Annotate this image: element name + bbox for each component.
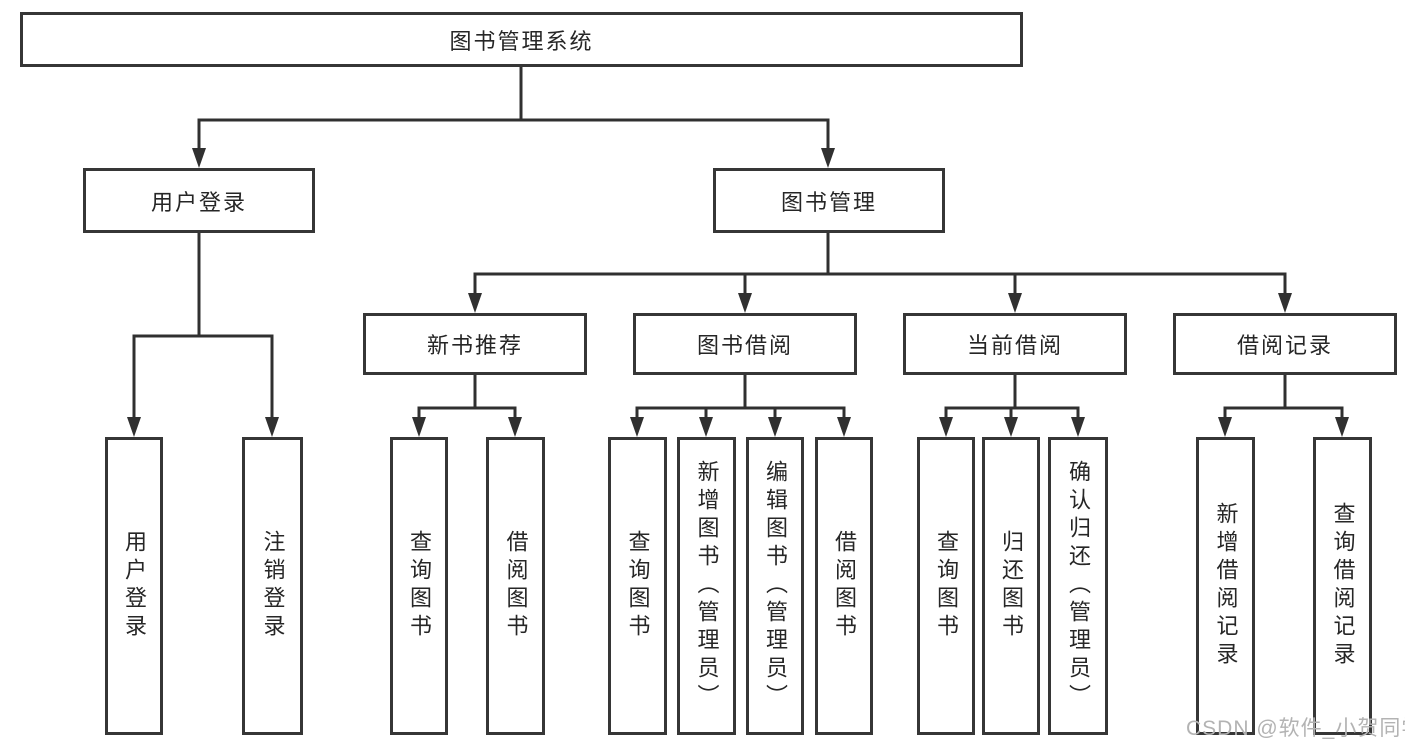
leaf-borrow-books-label: 借阅图书: [832, 530, 857, 642]
node-new-book-recommend-label: 新书推荐: [426, 333, 523, 358]
leaf-add-book-admin-label: 新增图书（管理员）: [694, 460, 720, 712]
leaf-query-books-current-label: 查询图书: [934, 530, 959, 642]
connector-user-login-to-leaves: [127, 233, 279, 437]
connector-book-borrow-to-leaves: [630, 375, 851, 437]
leaf-query-books-current: 查询图书: [917, 437, 975, 735]
node-user-login-label: 用户登录: [150, 189, 247, 215]
leaf-borrow-books-recommend-label: 借阅图书: [503, 530, 529, 642]
leaf-return-book-label: 归还图书: [999, 530, 1024, 642]
connector-borrow-records-to-leaves: [1218, 375, 1349, 437]
leaf-edit-book-admin: 编辑图书（管理员）: [746, 437, 804, 735]
leaf-query-books-recommend: 查询图书: [390, 437, 448, 735]
connector-book-management-to-modules: [468, 233, 1292, 313]
leaf-query-books-borrow: 查询图书: [608, 437, 667, 735]
node-book-borrow: 图书借阅: [633, 313, 857, 375]
leaf-borrow-books-recommend: 借阅图书: [486, 437, 545, 735]
node-book-management: 图书管理: [713, 168, 945, 233]
leaf-query-borrow-record-label: 查询借阅记录: [1330, 502, 1356, 670]
leaf-add-borrow-record-label: 新增借阅记录: [1213, 502, 1239, 670]
node-current-borrow: 当前借阅: [903, 313, 1127, 375]
leaf-logout: 注销登录: [242, 437, 303, 735]
leaf-borrow-books: 借阅图书: [815, 437, 873, 735]
connector-new-book-recommend-to-leaves: [412, 375, 522, 437]
node-current-borrow-label: 当前借阅: [966, 333, 1063, 358]
node-new-book-recommend: 新书推荐: [363, 313, 587, 375]
connector-current-borrow-to-leaves: [939, 375, 1085, 437]
connector-root-to-branches: [192, 67, 835, 168]
leaf-return-book: 归还图书: [982, 437, 1040, 735]
leaf-confirm-return-admin-label: 确认归还（管理员）: [1066, 460, 1091, 712]
leaf-logout-label: 注销登录: [260, 530, 286, 642]
node-root-system-label: 图书管理系统: [449, 28, 594, 54]
leaf-user-login-label: 用户登录: [122, 530, 147, 642]
node-borrow-records-label: 借阅记录: [1236, 333, 1333, 358]
leaf-edit-book-admin-label: 编辑图书（管理员）: [763, 460, 788, 712]
node-borrow-records: 借阅记录: [1173, 313, 1397, 375]
node-book-borrow-label: 图书借阅: [696, 333, 793, 358]
node-user-login: 用户登录: [83, 168, 315, 233]
node-book-management-label: 图书管理: [780, 189, 877, 215]
node-root-system: 图书管理系统: [20, 12, 1023, 67]
csdn-watermark: CSDN @软件_小贺同学: [1186, 717, 1405, 740]
leaf-query-books-borrow-label: 查询图书: [625, 530, 651, 642]
leaf-user-login: 用户登录: [105, 437, 163, 735]
leaf-add-book-admin: 新增图书（管理员）: [677, 437, 736, 735]
leaf-add-borrow-record: 新增借阅记录: [1196, 437, 1255, 735]
leaf-query-books-recommend-label: 查询图书: [407, 530, 432, 642]
leaf-query-borrow-record: 查询借阅记录: [1313, 437, 1372, 735]
leaf-confirm-return-admin: 确认归还（管理员）: [1048, 437, 1108, 735]
